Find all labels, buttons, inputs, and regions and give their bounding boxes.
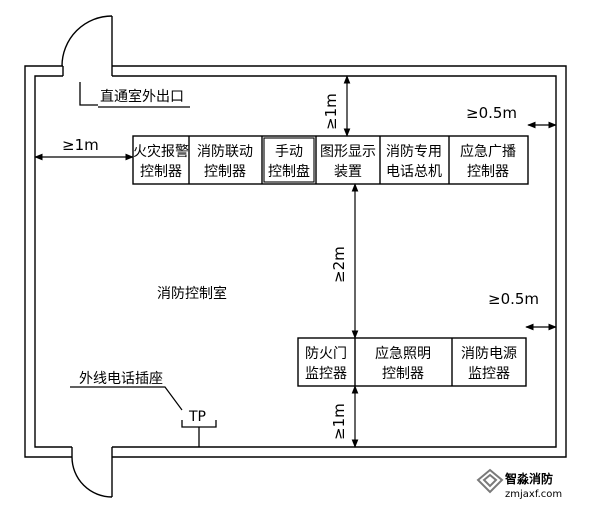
top-cell-1-line2: 控制器: [140, 164, 182, 180]
bottom-cell-3-line1: 消防电源: [461, 346, 517, 362]
top-cell-6-line2: 控制器: [467, 164, 509, 180]
top-cell-4-line1: 图形显示: [320, 144, 376, 160]
bottom-cell-2-line2: 控制器: [382, 366, 424, 382]
top-cell-3-line2: 控制盘: [268, 163, 310, 180]
top-cell-4-line2: 装置: [334, 164, 362, 180]
bottom-cell-3-line2: 监控器: [468, 366, 510, 382]
dimension-lines: [34, 75, 557, 448]
watermark: 智淼消防 zmjaxf.com: [476, 468, 562, 500]
tp-label: TP: [188, 409, 206, 425]
exit-label-group: 直通室外出口: [79, 82, 190, 108]
top-cell-2-line2: 控制器: [204, 164, 246, 180]
top-cell-5-line2: 电话总机: [386, 164, 442, 180]
top-cell-1-line1: 火灾报警: [133, 143, 189, 160]
watermark-url: zmjaxf.com: [505, 489, 562, 500]
dim-right-top-label: ≥0.5m: [466, 104, 517, 122]
top-cell-2-line1: 消防联动: [197, 144, 253, 160]
bottom-cell-1-line1: 防火门: [305, 346, 347, 362]
watermark-brand: 智淼消防: [504, 471, 553, 486]
watermark-logo-icon: [476, 468, 504, 494]
top-cell-3-line1: 手动: [275, 144, 303, 160]
top-cell-5-line1: 消防专用: [386, 144, 442, 160]
room-label: 消防控制室: [157, 285, 227, 302]
dim-mid-label: ≥2m: [330, 246, 348, 283]
phone-socket-group: 外线电话插座 TP: [70, 371, 217, 447]
bottom-cell-2-line1: 应急照明: [375, 345, 431, 362]
dim-left-label: ≥1m: [62, 136, 99, 154]
door-bottom: [71, 456, 113, 498]
top-equipment-row: [132, 135, 529, 185]
bottom-equipment-row: [297, 337, 527, 387]
dimension-labels: ≥1m ≥1m ≥0.5m ≥2m ≥0.5m ≥1m: [62, 93, 539, 440]
dim-bottom-label: ≥1m: [330, 403, 348, 440]
bottom-equipment-labels: 防火门 监控器 应急照明 控制器 消防电源 监控器: [305, 345, 517, 382]
dim-top-label: ≥1m: [322, 93, 340, 130]
door-top: [61, 15, 113, 67]
room-walls: [24, 65, 567, 458]
dim-right-mid-label: ≥0.5m: [488, 290, 539, 308]
top-equipment-labels: 火灾报警 控制器 消防联动 控制器 手动 控制盘 图形显示 装置 消防专用 电话…: [133, 143, 516, 180]
bottom-cell-1-line2: 监控器: [305, 366, 347, 382]
exit-label: 直通室外出口: [100, 88, 184, 105]
top-cell-6-line1: 应急广播: [460, 143, 516, 160]
phone-socket-label: 外线电话插座: [79, 371, 163, 387]
